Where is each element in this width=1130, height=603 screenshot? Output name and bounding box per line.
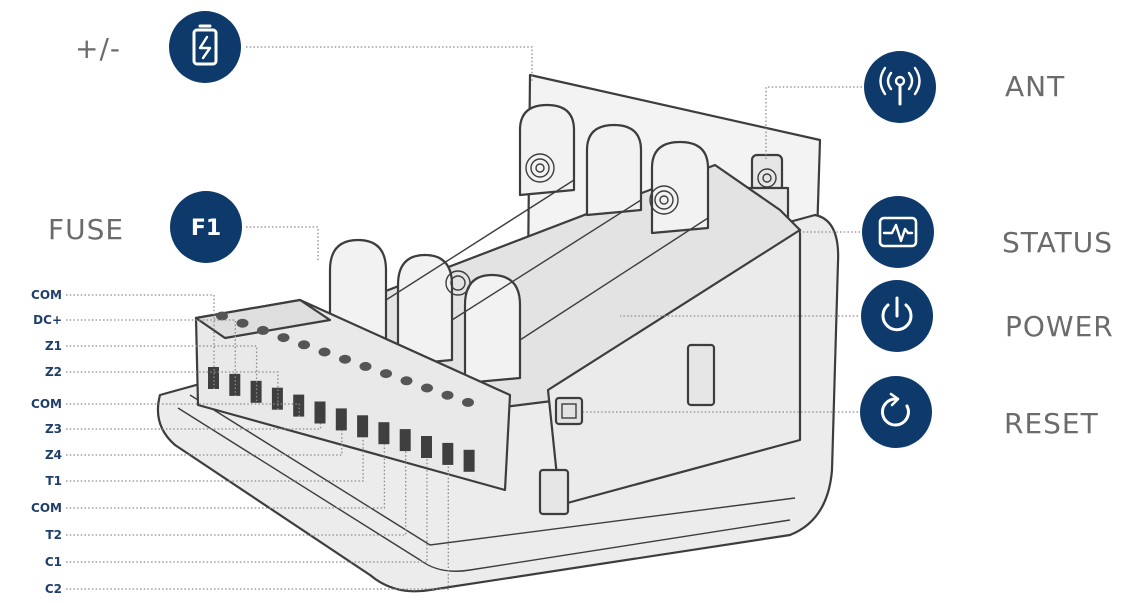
terminal-screw (318, 347, 331, 357)
device-illustration (156, 73, 840, 593)
fuse-badge (170, 191, 242, 263)
terminal-leader (66, 464, 449, 590)
reset-label: RESET (1004, 407, 1099, 440)
status-callout: STATUS (862, 196, 1113, 268)
terminal-label: DC+ (33, 313, 62, 327)
antenna-label: ANT (1005, 70, 1065, 103)
fuse-label: FUSE (48, 213, 124, 246)
battery-icon (192, 24, 218, 66)
power-icon (881, 296, 913, 332)
terminal-label: C1 (45, 555, 62, 569)
reset-button-hw (554, 396, 584, 426)
reset-icon (880, 392, 910, 427)
battery-spring-1 (525, 153, 555, 183)
terminal-slot (314, 401, 326, 424)
antenna-connector (750, 153, 784, 193)
terminal-leader (66, 371, 279, 410)
terminal-screw (400, 376, 413, 386)
terminal-slot (271, 387, 283, 410)
fuse-badge-text: F1 (191, 216, 221, 241)
terminal-screw (462, 397, 474, 407)
terminal-leader (66, 345, 258, 403)
terminal-slot (442, 442, 454, 465)
fuse-callout: F1 FUSE (48, 191, 242, 263)
terminal-screw (380, 369, 392, 379)
terminal-screw (277, 333, 290, 343)
terminal-slot (293, 394, 305, 417)
terminal-label: Z2 (45, 365, 62, 379)
status-pulse-icon (878, 216, 918, 248)
terminal-screw (359, 361, 372, 371)
terminal-label: C2 (45, 582, 62, 596)
battery-spring-3 (445, 270, 471, 296)
reset-badge (860, 376, 932, 448)
antenna-icon (879, 66, 921, 106)
terminal-leader (66, 458, 428, 563)
power-label: POWER (1005, 310, 1114, 343)
terminal-label: COM (31, 501, 62, 515)
terminal-leader (66, 444, 386, 509)
terminal-slot (399, 429, 411, 452)
terminal-label: Z3 (45, 422, 62, 436)
terminal-screw (421, 383, 433, 393)
terminal-label: Z4 (45, 448, 62, 462)
terminal-leader (66, 319, 236, 396)
terminal-slot (250, 380, 262, 403)
battery-spring-2 (649, 185, 679, 215)
terminal-screw (339, 354, 351, 364)
reset-callout: RESET (860, 376, 1099, 448)
terminal-label: COM (31, 288, 62, 302)
terminal-slot (335, 408, 347, 431)
terminal-screw (257, 325, 269, 335)
terminal-label: T1 (45, 474, 62, 488)
terminal-slot (357, 415, 369, 438)
terminal-leader (66, 403, 300, 417)
battery-callout: +/- (75, 11, 241, 83)
antenna-callout: ANT (864, 51, 1065, 123)
terminal-slot (463, 449, 475, 472)
terminal-screw (298, 340, 310, 350)
terminal-screw (441, 390, 454, 400)
terminal-slot (208, 367, 219, 389)
terminal-slot (378, 422, 390, 445)
terminal-leader (66, 437, 364, 482)
battery-label: +/- (75, 32, 121, 65)
terminal-label: T2 (45, 528, 62, 542)
terminal-slot (421, 436, 432, 458)
power-callout: POWER (861, 280, 1114, 352)
terminal-label: Z1 (45, 339, 62, 353)
leader-lines (66, 46, 862, 590)
terminal-leader (66, 294, 215, 389)
terminal-labels: COM DC+ Z1 Z2 COM Z3 Z4 T1 COM T2 C1 C2 (31, 288, 62, 596)
terminal-label: COM (31, 397, 62, 411)
terminal-screw (236, 318, 249, 328)
status-label: STATUS (1002, 226, 1113, 259)
terminal-screw (216, 311, 228, 321)
